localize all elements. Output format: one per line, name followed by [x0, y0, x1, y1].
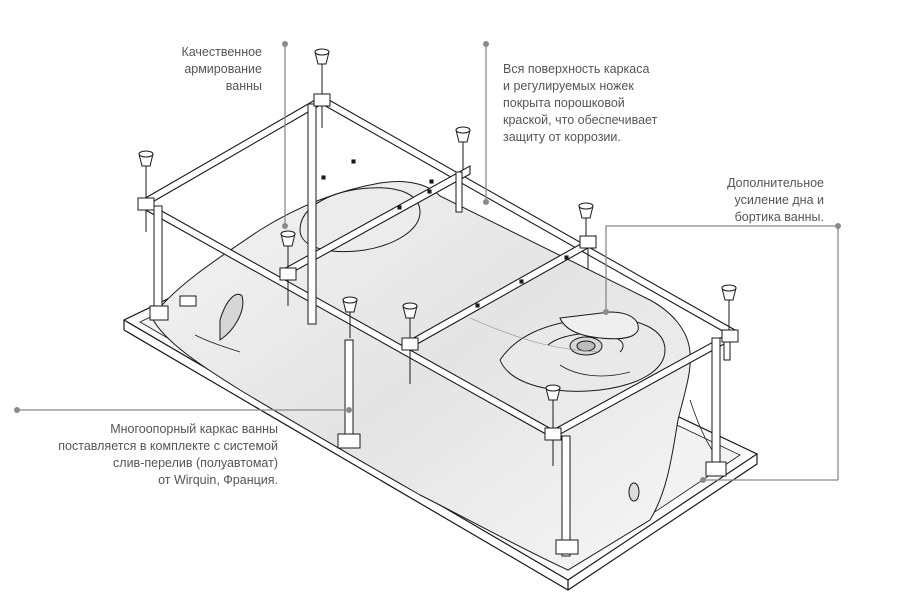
annotation-line: от Wirquin, Франция.	[158, 473, 278, 487]
annotation-line: Дополнительное	[727, 176, 824, 190]
leg-jack	[578, 202, 597, 270]
annotation-reinforcement: Качественное армирование ванны	[150, 44, 262, 95]
leg-jack	[455, 126, 471, 170]
frame-base-pads	[149, 295, 727, 555]
leader-extra-reinforcement	[603, 223, 841, 483]
annotation-extra-reinforcement: Дополнительное усиление дна и бортика ва…	[690, 175, 824, 226]
frame-posts	[153, 103, 731, 557]
leg-jack	[342, 296, 358, 338]
annotation-line: поставляется в комплекте с системой	[58, 439, 278, 453]
frame-rails	[141, 95, 736, 439]
annotation-line: Качественное	[181, 45, 262, 59]
annotation-line: покрыта порошковой	[503, 96, 625, 110]
annotation-line: армирование	[184, 62, 262, 76]
annotation-line: ванны	[225, 79, 262, 93]
leg-jack	[313, 48, 331, 128]
annotation-line: защиту от коррозии.	[503, 130, 621, 144]
annotation-line: усиление дна и	[734, 193, 824, 207]
leader-lines	[14, 41, 841, 483]
adjustable-legs	[137, 48, 739, 466]
leader-reinforcement	[282, 41, 288, 229]
leader-frame	[14, 407, 352, 413]
leg-jack	[544, 384, 562, 466]
annotation-line: и регулируемых ножек	[503, 79, 634, 93]
tub-body	[151, 180, 721, 571]
annotation-line: Вся поверхность каркаса	[503, 62, 650, 76]
leg-jack	[137, 150, 155, 232]
annotation-coating: Вся поверхность каркаса и регулируемых н…	[503, 61, 703, 146]
leg-jack	[279, 230, 297, 306]
annotation-line: слив-перелив (полуавтомат)	[113, 456, 278, 470]
leg-jack	[401, 302, 419, 384]
leg-jack	[721, 284, 739, 343]
annotation-line: бортика ванны.	[734, 210, 824, 224]
annotation-line: краской, что обеспечивает	[503, 113, 658, 127]
leader-coating	[483, 41, 489, 205]
annotation-frame: Многоопорный каркас ванны поставляется в…	[20, 421, 278, 489]
annotation-line: Многоопорный каркас ванны	[110, 422, 278, 436]
